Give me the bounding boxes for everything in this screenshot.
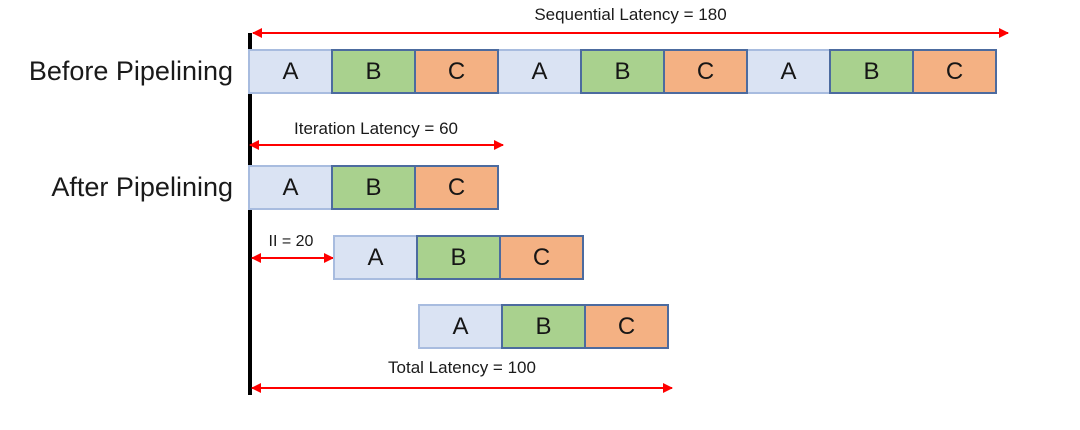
initiation-interval-label: II = 20 — [268, 233, 314, 250]
sequential-latency-label: Sequential Latency = 180 — [534, 5, 727, 24]
timeline-axis — [248, 33, 252, 395]
iteration-latency-arrow-icon — [249, 140, 504, 150]
sequential-latency-arrow-icon — [252, 28, 1009, 38]
task-block-a: A — [248, 165, 333, 210]
task-block-c: C — [663, 49, 748, 94]
after-pipelining-iteration-1-row: A B C — [248, 165, 499, 210]
task-block-b: B — [580, 49, 665, 94]
task-block-a: A — [333, 235, 418, 280]
total-latency-label: Total Latency = 100 — [388, 358, 536, 377]
after-pipelining-iteration-2-row: A B C — [333, 235, 584, 280]
task-block-c: C — [414, 49, 499, 94]
task-block-a: A — [497, 49, 582, 94]
task-block-b: B — [331, 49, 416, 94]
task-block-b: B — [331, 165, 416, 210]
after-pipelining-label: After Pipelining — [51, 172, 233, 202]
before-pipelining-label: Before Pipelining — [28, 56, 233, 86]
task-block-a: A — [418, 304, 503, 349]
task-block-b: B — [501, 304, 586, 349]
initiation-interval-arrow-icon — [251, 253, 334, 263]
iteration-latency-label: Iteration Latency = 60 — [294, 119, 458, 138]
task-block-b: B — [416, 235, 501, 280]
task-block-a: A — [248, 49, 333, 94]
task-block-c: C — [912, 49, 997, 94]
before-pipelining-row: A B C A B C A B C — [248, 49, 997, 94]
task-block-c: C — [499, 235, 584, 280]
after-pipelining-iteration-3-row: A B C — [418, 304, 669, 349]
task-block-a: A — [746, 49, 831, 94]
task-block-c: C — [584, 304, 669, 349]
total-latency-arrow-icon — [251, 383, 673, 393]
task-block-c: C — [414, 165, 499, 210]
task-block-b: B — [829, 49, 914, 94]
